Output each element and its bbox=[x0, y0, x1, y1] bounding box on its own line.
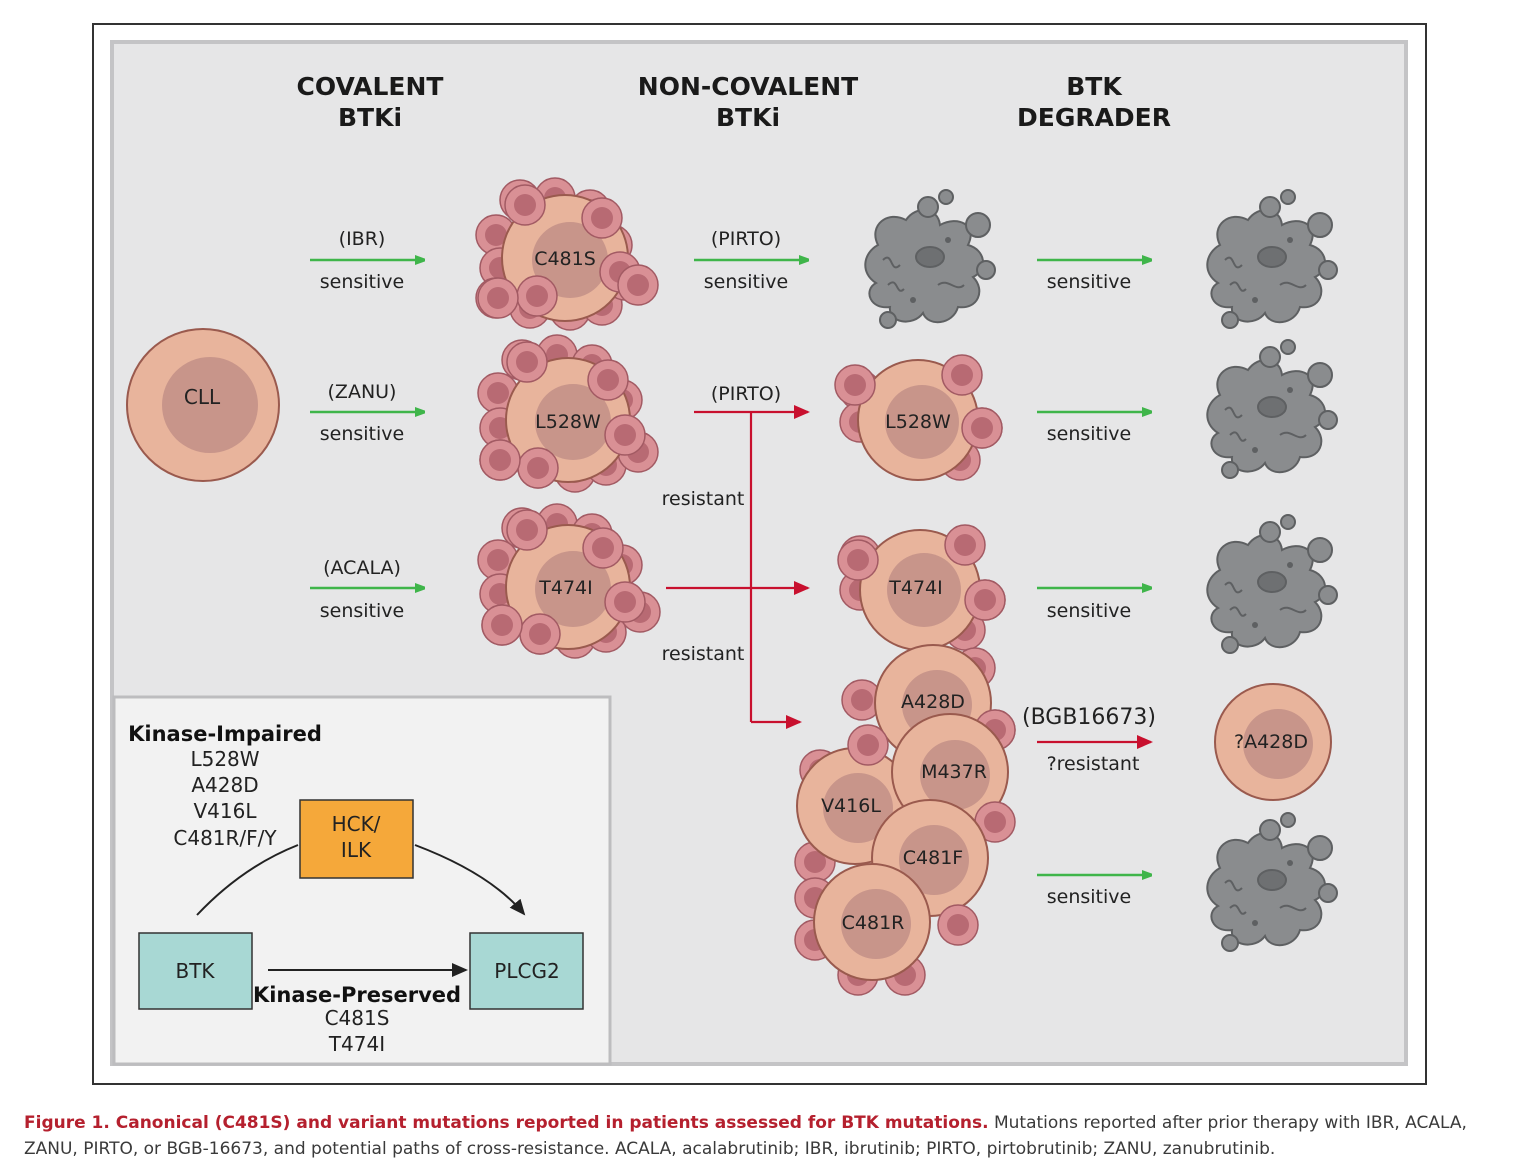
label-c481f: C481F bbox=[903, 847, 963, 869]
label-ibr-sensitive: sensitive bbox=[320, 271, 404, 293]
label-resistant-1: resistant bbox=[662, 488, 745, 510]
label-ibr: (IBR) bbox=[339, 228, 386, 250]
label-acala: (ACALA) bbox=[323, 557, 401, 579]
cell-q-a428d: ?A428D bbox=[1214, 683, 1332, 801]
label-pirto-1-sensitive: sensitive bbox=[704, 271, 788, 293]
cll-cell: CLL bbox=[126, 328, 280, 482]
label-degrader-3-sensitive: sensitive bbox=[1047, 600, 1131, 622]
label-pirto-2: (PIRTO) bbox=[711, 383, 781, 405]
figure-caption: Figure 1. Canonical (C481S) and variant … bbox=[24, 1110, 1500, 1162]
hck-ilk-box bbox=[299, 799, 414, 879]
cell-cluster-c481s: C481S bbox=[475, 177, 659, 331]
label-l528w-noncovalent: L528W bbox=[885, 411, 951, 433]
label-degrader-4-sensitive: sensitive bbox=[1047, 886, 1131, 908]
label-l528w-covalent: L528W bbox=[535, 411, 601, 433]
label-q-a428d: ?A428D bbox=[1234, 731, 1308, 753]
header-noncovalent-line2: BTKi bbox=[716, 103, 780, 132]
impaired-item: A428D bbox=[191, 773, 258, 797]
label-pirto-1: (PIRTO) bbox=[711, 228, 781, 250]
impaired-item: V416L bbox=[194, 799, 258, 823]
plcg2-box bbox=[469, 932, 584, 1010]
label-bgb: (BGB16673) bbox=[1022, 705, 1156, 730]
label-zanu-sensitive: sensitive bbox=[320, 423, 404, 445]
cell-cluster-variants: A428D M437R V416L C481F C481R bbox=[794, 644, 1016, 996]
label-v416l: V416L bbox=[821, 795, 881, 817]
hck-label-2: ILK bbox=[341, 838, 372, 862]
caption-title: Figure 1. Canonical (C481S) and variant … bbox=[24, 1113, 989, 1133]
inset-panel: Kinase-Impaired L528W A428D V416L C481R/… bbox=[112, 695, 612, 1066]
header-covalent-line2: BTKi bbox=[338, 103, 402, 132]
curve-hck-plcg2 bbox=[414, 844, 526, 916]
figure-diagram: COVALENT BTKi NON-COVALENT BTKi BTK DEGR… bbox=[92, 23, 1427, 1085]
label-m437r: M437R bbox=[921, 761, 987, 783]
btk-box bbox=[138, 932, 253, 1010]
caption-body: Mutations reported after prior therapy w… bbox=[24, 1113, 1467, 1159]
label-acala-sensitive: sensitive bbox=[320, 600, 404, 622]
header-degrader-line1: BTK bbox=[1066, 72, 1123, 101]
cell-cluster-l528w-covalent: L528W bbox=[477, 334, 659, 493]
label-resistant-2: resistant bbox=[662, 643, 745, 665]
label-t474i-noncovalent: T474I bbox=[888, 577, 942, 599]
resistant-arrows bbox=[666, 405, 810, 729]
label-t474i-covalent: T474I bbox=[538, 577, 592, 599]
header-degrader-line2: DEGRADER bbox=[1017, 103, 1171, 132]
impaired-item: L528W bbox=[190, 747, 259, 771]
header-noncovalent-line1: NON-COVALENT bbox=[638, 72, 858, 101]
cll-label: CLL bbox=[184, 385, 221, 409]
curve-btk-hck bbox=[196, 844, 299, 916]
label-q-resistant: ?resistant bbox=[1047, 753, 1140, 775]
label-c481s: C481S bbox=[534, 248, 596, 270]
cell-cluster-l528w-noncovalent: L528W bbox=[834, 354, 1003, 481]
label-degrader-1-sensitive: sensitive bbox=[1047, 271, 1131, 293]
preserved-item: T474I bbox=[328, 1032, 385, 1056]
header-covalent-line1: COVALENT bbox=[297, 72, 444, 101]
kinase-impaired-title: Kinase-Impaired bbox=[128, 722, 322, 746]
cell-cluster-t474i-covalent: T474I bbox=[477, 503, 661, 659]
label-c481r: C481R bbox=[842, 912, 905, 934]
label-zanu: (ZANU) bbox=[328, 381, 397, 403]
cell-cluster-t474i-noncovalent: T474I bbox=[837, 524, 1006, 651]
label-a428d: A428D bbox=[901, 691, 965, 713]
plcg2-label: PLCG2 bbox=[494, 959, 559, 983]
preserved-item: C481S bbox=[325, 1006, 390, 1030]
kinase-preserved-title: Kinase-Preserved bbox=[253, 983, 461, 1007]
hck-label-1: HCK/ bbox=[332, 812, 381, 836]
btk-label: BTK bbox=[175, 959, 215, 983]
impaired-item: C481R/F/Y bbox=[173, 826, 277, 850]
label-degrader-2-sensitive: sensitive bbox=[1047, 423, 1131, 445]
